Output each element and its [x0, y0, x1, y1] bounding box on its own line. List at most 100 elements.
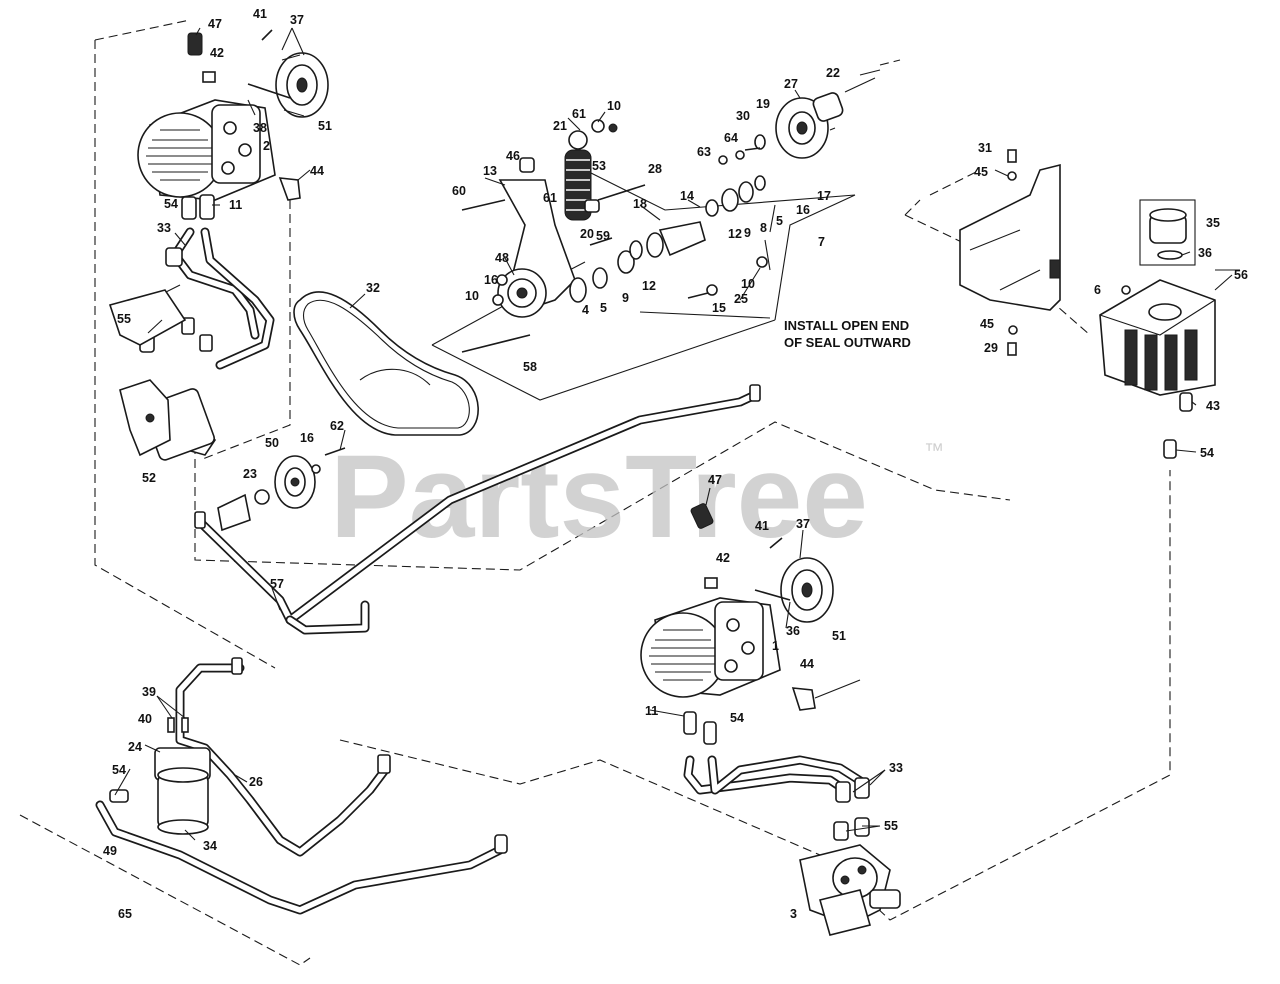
callout-34: 34: [203, 839, 217, 853]
note-line-2: OF SEAL OUTWARD: [784, 335, 911, 350]
upper-hydraulic-pump-assembly: [137, 29, 329, 220]
callout-5b: 5: [600, 301, 607, 315]
callout-1: 1: [772, 639, 779, 653]
callout-15: 15: [712, 301, 726, 315]
callout-20: 20: [580, 227, 594, 241]
callout-54d: 54: [112, 763, 126, 777]
callout-10c: 10: [741, 277, 755, 291]
callout-31: 31: [978, 141, 992, 155]
callout-5: 5: [776, 214, 783, 228]
callout-42: 42: [210, 46, 224, 60]
callout-3: 3: [790, 907, 797, 921]
callout-23: 23: [243, 467, 257, 481]
callout-64: 64: [724, 131, 738, 145]
callout-37: 37: [290, 13, 304, 27]
callout-19: 19: [756, 97, 770, 111]
callout-33b: 33: [889, 761, 903, 775]
callout-leader-lines: [114, 27, 1233, 841]
callout-6: 6: [1094, 283, 1101, 297]
callout-61: 61: [572, 107, 586, 121]
lower-right-hose-bundle: [683, 755, 870, 841]
drive-belt: [293, 291, 479, 436]
callout-35: 35: [1206, 216, 1220, 230]
callout-24: 24: [128, 740, 142, 754]
idler-pulley-50: [217, 447, 346, 532]
callout-50: 50: [265, 436, 279, 450]
callout-30: 30: [736, 109, 750, 123]
callout-59: 59: [596, 229, 610, 243]
seal-install-note: INSTALL OPEN END OF SEAL OUTWARD: [784, 318, 911, 350]
callout-29: 29: [984, 341, 998, 355]
steel-hydraulic-line: [194, 384, 761, 635]
watermark-text: PartsTree: [330, 431, 868, 563]
callout-54: 54: [164, 197, 178, 211]
callout-51: 51: [318, 119, 332, 133]
callout-39: 39: [142, 685, 156, 699]
callout-41b: 41: [755, 519, 769, 533]
callout-47b: 47: [708, 473, 722, 487]
callout-48: 48: [495, 251, 509, 265]
callout-11: 11: [229, 198, 242, 212]
callout-13: 13: [483, 164, 497, 178]
upper-left-hose-bundle: [139, 227, 275, 370]
callout-58: 58: [523, 360, 537, 374]
callout-14: 14: [680, 189, 694, 203]
hydraulic-motor-upper: [108, 289, 216, 461]
callout-54b: 54: [1200, 446, 1214, 460]
callout-12b: 12: [642, 279, 656, 293]
callout-27: 27: [784, 77, 798, 91]
callout-49: 49: [103, 844, 117, 858]
idler-arm-assembly: [431, 119, 856, 401]
note-line-1: INSTALL OPEN END: [784, 318, 909, 333]
callout-63: 63: [697, 145, 711, 159]
callout-10b: 10: [465, 289, 479, 303]
callout-56: 56: [1234, 268, 1248, 282]
callout-46: 46: [506, 149, 520, 163]
callout-22: 22: [826, 66, 840, 80]
callout-37b: 37: [796, 517, 810, 531]
callout-36: 36: [1198, 246, 1212, 260]
callout-8: 8: [760, 221, 767, 235]
callout-45: 45: [974, 165, 988, 179]
callout-9b: 9: [622, 291, 629, 305]
callout-38: 38: [253, 121, 267, 135]
callout-57: 57: [270, 577, 284, 591]
callout-44b: 44: [800, 657, 814, 671]
callout-2: 2: [263, 139, 270, 153]
callout-16b: 16: [484, 273, 498, 287]
partstree-watermark: PartsTree ™: [330, 431, 944, 563]
callout-55b: 55: [884, 819, 898, 833]
drive-pulley-assembly: [718, 69, 881, 165]
callout-16c: 16: [300, 431, 314, 445]
callout-41: 41: [253, 7, 267, 21]
callout-33: 33: [157, 221, 171, 235]
callout-10: 10: [607, 99, 621, 113]
watermark-trademark: ™: [924, 440, 944, 462]
callout-16: 16: [796, 203, 810, 217]
callout-21: 21: [553, 119, 567, 133]
callout-44: 44: [310, 164, 324, 178]
callout-47: 47: [208, 17, 222, 31]
callout-9: 9: [744, 226, 751, 240]
callout-40: 40: [138, 712, 152, 726]
callout-17: 17: [817, 189, 831, 203]
callout-28: 28: [648, 162, 662, 176]
callout-51b: 51: [832, 629, 846, 643]
hydraulic-reservoir-assembly: [959, 149, 1240, 459]
callout-12: 12: [728, 227, 742, 241]
callout-65: 65: [118, 907, 132, 921]
lower-hydraulic-pump-assembly: [640, 503, 861, 745]
callout-11b: 11: [645, 704, 658, 718]
callout-43: 43: [1206, 399, 1220, 413]
callout-53: 53: [592, 159, 606, 173]
callout-61b: 61: [543, 191, 557, 205]
callout-55: 55: [117, 312, 131, 326]
callout-32: 32: [366, 281, 380, 295]
hydraulic-motor-lower: [799, 844, 901, 936]
callout-7: 7: [818, 235, 825, 249]
callout-18: 18: [633, 197, 647, 211]
callout-52: 52: [142, 471, 156, 485]
callout-62: 62: [330, 419, 344, 433]
oil-filter-assembly: [95, 657, 508, 915]
